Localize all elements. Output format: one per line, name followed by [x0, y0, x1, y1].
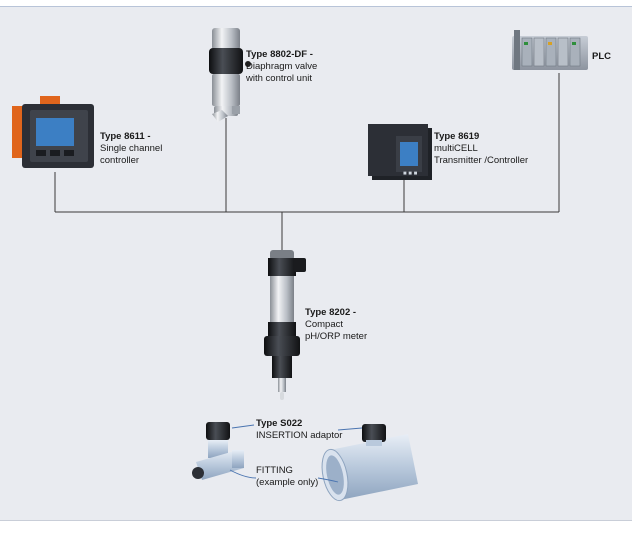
bus-lines — [54, 73, 560, 250]
label-fitting-line1: FITTING — [256, 465, 293, 476]
fitting-image — [192, 422, 418, 502]
label-type-8802-title: Type 8802-DF - — [246, 49, 313, 60]
label-type-8619-title: Type 8619 — [434, 131, 480, 142]
label-type-8619-line1: multiCELL — [434, 143, 478, 154]
label-type-8802-line1: Diaphragm valve — [246, 61, 318, 72]
label-fitting: FITTING (example only) — [256, 465, 318, 489]
label-type-8202-line1: Compact — [305, 319, 344, 330]
label-type-8611: Type 8611 - Single channel controller — [100, 131, 162, 167]
label-type-8802: Type 8802-DF - Diaphragm valve with cont… — [246, 49, 317, 85]
bottom-band — [0, 520, 632, 536]
callout-fitting-left — [229, 469, 257, 479]
label-type-s022: Type S022 INSERTION adaptor — [256, 418, 342, 442]
label-type-s022-title: Type S022 — [256, 418, 303, 429]
label-type-8619: Type 8619 multiCELL Transmitter /Control… — [434, 131, 528, 167]
transmitter-8619-image: ■ ■ ■ — [368, 124, 432, 180]
callout-fitting-right — [317, 477, 339, 483]
label-type-8802-line2: with control unit — [246, 73, 313, 84]
ph-meter-8202-image — [264, 250, 306, 400]
label-type-8202-title: Type 8202 - — [305, 307, 357, 318]
label-type-8611-line2: controller — [100, 155, 140, 166]
label-plc-title: PLC — [592, 51, 611, 62]
label-type-8611-title: Type 8611 - — [100, 131, 151, 142]
label-type-8202: Type 8202 - Compact pH/ORP meter — [305, 307, 367, 343]
label-type-s022-line1: INSERTION adaptor — [256, 430, 343, 441]
network-diagram: ■ ■ ■ — [12, 28, 588, 502]
label-type-8611-line1: Single channel — [100, 143, 163, 154]
plc-image — [512, 30, 588, 70]
controller-8611-image — [12, 96, 94, 168]
callout-s022-left — [231, 424, 255, 429]
top-border — [0, 0, 632, 7]
label-fitting-line2: (example only) — [256, 477, 319, 488]
svg-text:■ ■ ■: ■ ■ ■ — [403, 171, 418, 177]
callout-s022-right — [337, 427, 363, 431]
label-type-8202-line2: pH/ORP meter — [305, 331, 368, 342]
label-plc: PLC — [592, 51, 611, 63]
callout-lines — [229, 424, 363, 483]
diaphragm-valve-image — [209, 28, 251, 122]
label-type-8619-line2: Transmitter /Controller — [434, 155, 529, 166]
